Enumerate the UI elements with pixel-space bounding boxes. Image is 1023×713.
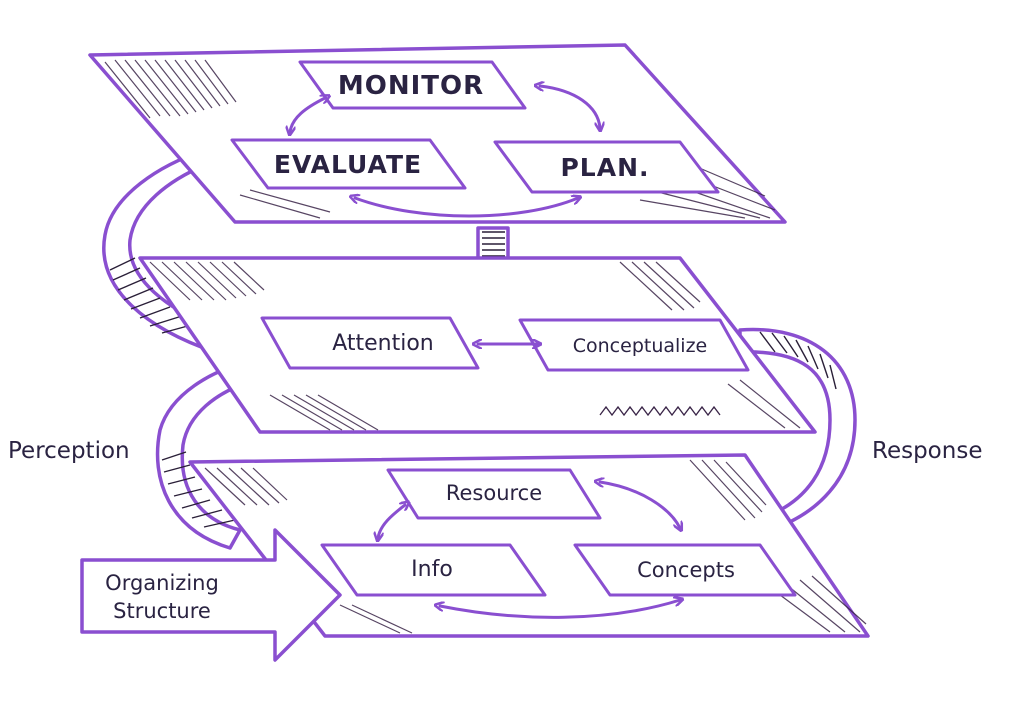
conceptualize-box: Conceptualize: [518, 318, 750, 372]
concepts-label: Concepts: [637, 558, 735, 582]
concepts-box: Concepts: [573, 543, 797, 597]
evaluate-plan-arrow: [355, 198, 578, 218]
monitor-box: MONITOR: [298, 60, 527, 110]
info-concepts-arrow: [440, 600, 680, 619]
resource-concepts-arrow: [600, 482, 680, 528]
plan-label: PLAN.: [560, 153, 649, 182]
organizing-label-line2: Structure: [113, 599, 211, 623]
attention-box: Attention: [260, 316, 480, 370]
perception-label: Perception: [8, 438, 130, 464]
plan-box: PLAN.: [493, 140, 720, 194]
conceptualize-label: Conceptualize: [573, 335, 707, 357]
resource-label: Resource: [446, 481, 542, 505]
resource-info-arrow: [378, 505, 405, 538]
response-label: Response: [872, 438, 982, 464]
info-label: Info: [411, 557, 453, 582]
info-box: Info: [320, 543, 547, 597]
monitor-label: MONITOR: [338, 71, 484, 101]
evaluate-box: EVALUATE: [230, 138, 467, 190]
organizing-label-line1: Organizing: [105, 571, 219, 595]
evaluate-label: EVALUATE: [274, 150, 422, 179]
attention-label: Attention: [332, 331, 434, 356]
resource-box: Resource: [386, 468, 602, 520]
monitor-plan-arrow: [540, 86, 600, 128]
monitor-evaluate-arrow: [290, 98, 325, 132]
organizing-structure-arrow: Organizing Structure: [80, 528, 342, 662]
